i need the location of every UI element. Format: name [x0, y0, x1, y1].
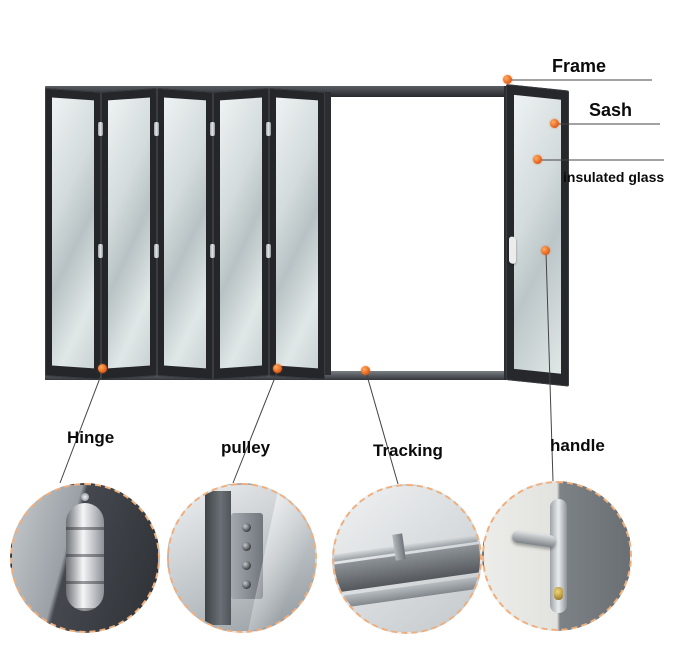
- handle-detail-photo: [482, 481, 632, 631]
- insulated-glass-callout-dot: [533, 155, 542, 164]
- folding-panel: [101, 87, 157, 380]
- frame-callout-dot: [503, 75, 512, 84]
- glass-pane: [52, 97, 94, 369]
- glass-pane: [220, 97, 262, 369]
- hinge-hardware: [154, 244, 159, 258]
- hinge-hardware: [266, 244, 271, 258]
- handle-callout-dot: [541, 246, 550, 255]
- folding-panel: [157, 88, 213, 380]
- folding-panel: [269, 88, 325, 380]
- glass-pane: [276, 97, 318, 369]
- handle-lock-cylinder: [554, 587, 563, 600]
- pulley-detail-photo: [167, 483, 317, 633]
- door-mid-stile: [322, 92, 331, 375]
- hinge-hardware: [210, 122, 215, 136]
- door-handle: [509, 236, 516, 265]
- frame-label: Frame: [552, 56, 607, 76]
- glass-pane: [514, 94, 561, 374]
- handle-plate: [550, 499, 567, 613]
- hinge-hardware: [210, 244, 215, 258]
- folding-panel: [213, 87, 269, 380]
- hinge-callout-dot: [98, 364, 107, 373]
- handle-label: handle: [550, 436, 605, 455]
- insulated-glass-label: insulated glass: [563, 169, 665, 185]
- sash-callout-dot: [550, 119, 559, 128]
- pulley-roller: [242, 561, 251, 570]
- open-door-panel: [506, 84, 569, 387]
- tracking-label: Tracking: [373, 441, 443, 460]
- folding-panel-stack: [45, 87, 327, 380]
- hinge-hardware: [266, 122, 271, 136]
- pulley-label: pulley: [221, 438, 271, 457]
- hinge-hardware: [98, 244, 103, 258]
- folding-panel: [45, 88, 101, 380]
- hinge-detail-photo: [10, 483, 160, 633]
- hinge-label: Hinge: [67, 428, 115, 447]
- pulley-roller: [242, 580, 251, 589]
- sash-label: Sash: [589, 100, 633, 120]
- hinge-hardware: [98, 122, 103, 136]
- pulley-roller: [242, 523, 251, 532]
- hinge-hardware: [154, 122, 159, 136]
- tracking-callout-dot: [361, 366, 370, 375]
- pulley-profile: [205, 491, 231, 625]
- hinge-barrel: [66, 503, 104, 611]
- glass-pane: [164, 97, 206, 369]
- pulley-callout-dot: [273, 364, 282, 373]
- pulley-roller: [242, 542, 251, 551]
- glass-pane: [108, 97, 150, 369]
- hinge-screw: [81, 493, 89, 501]
- tracking-detail-photo: [332, 484, 482, 634]
